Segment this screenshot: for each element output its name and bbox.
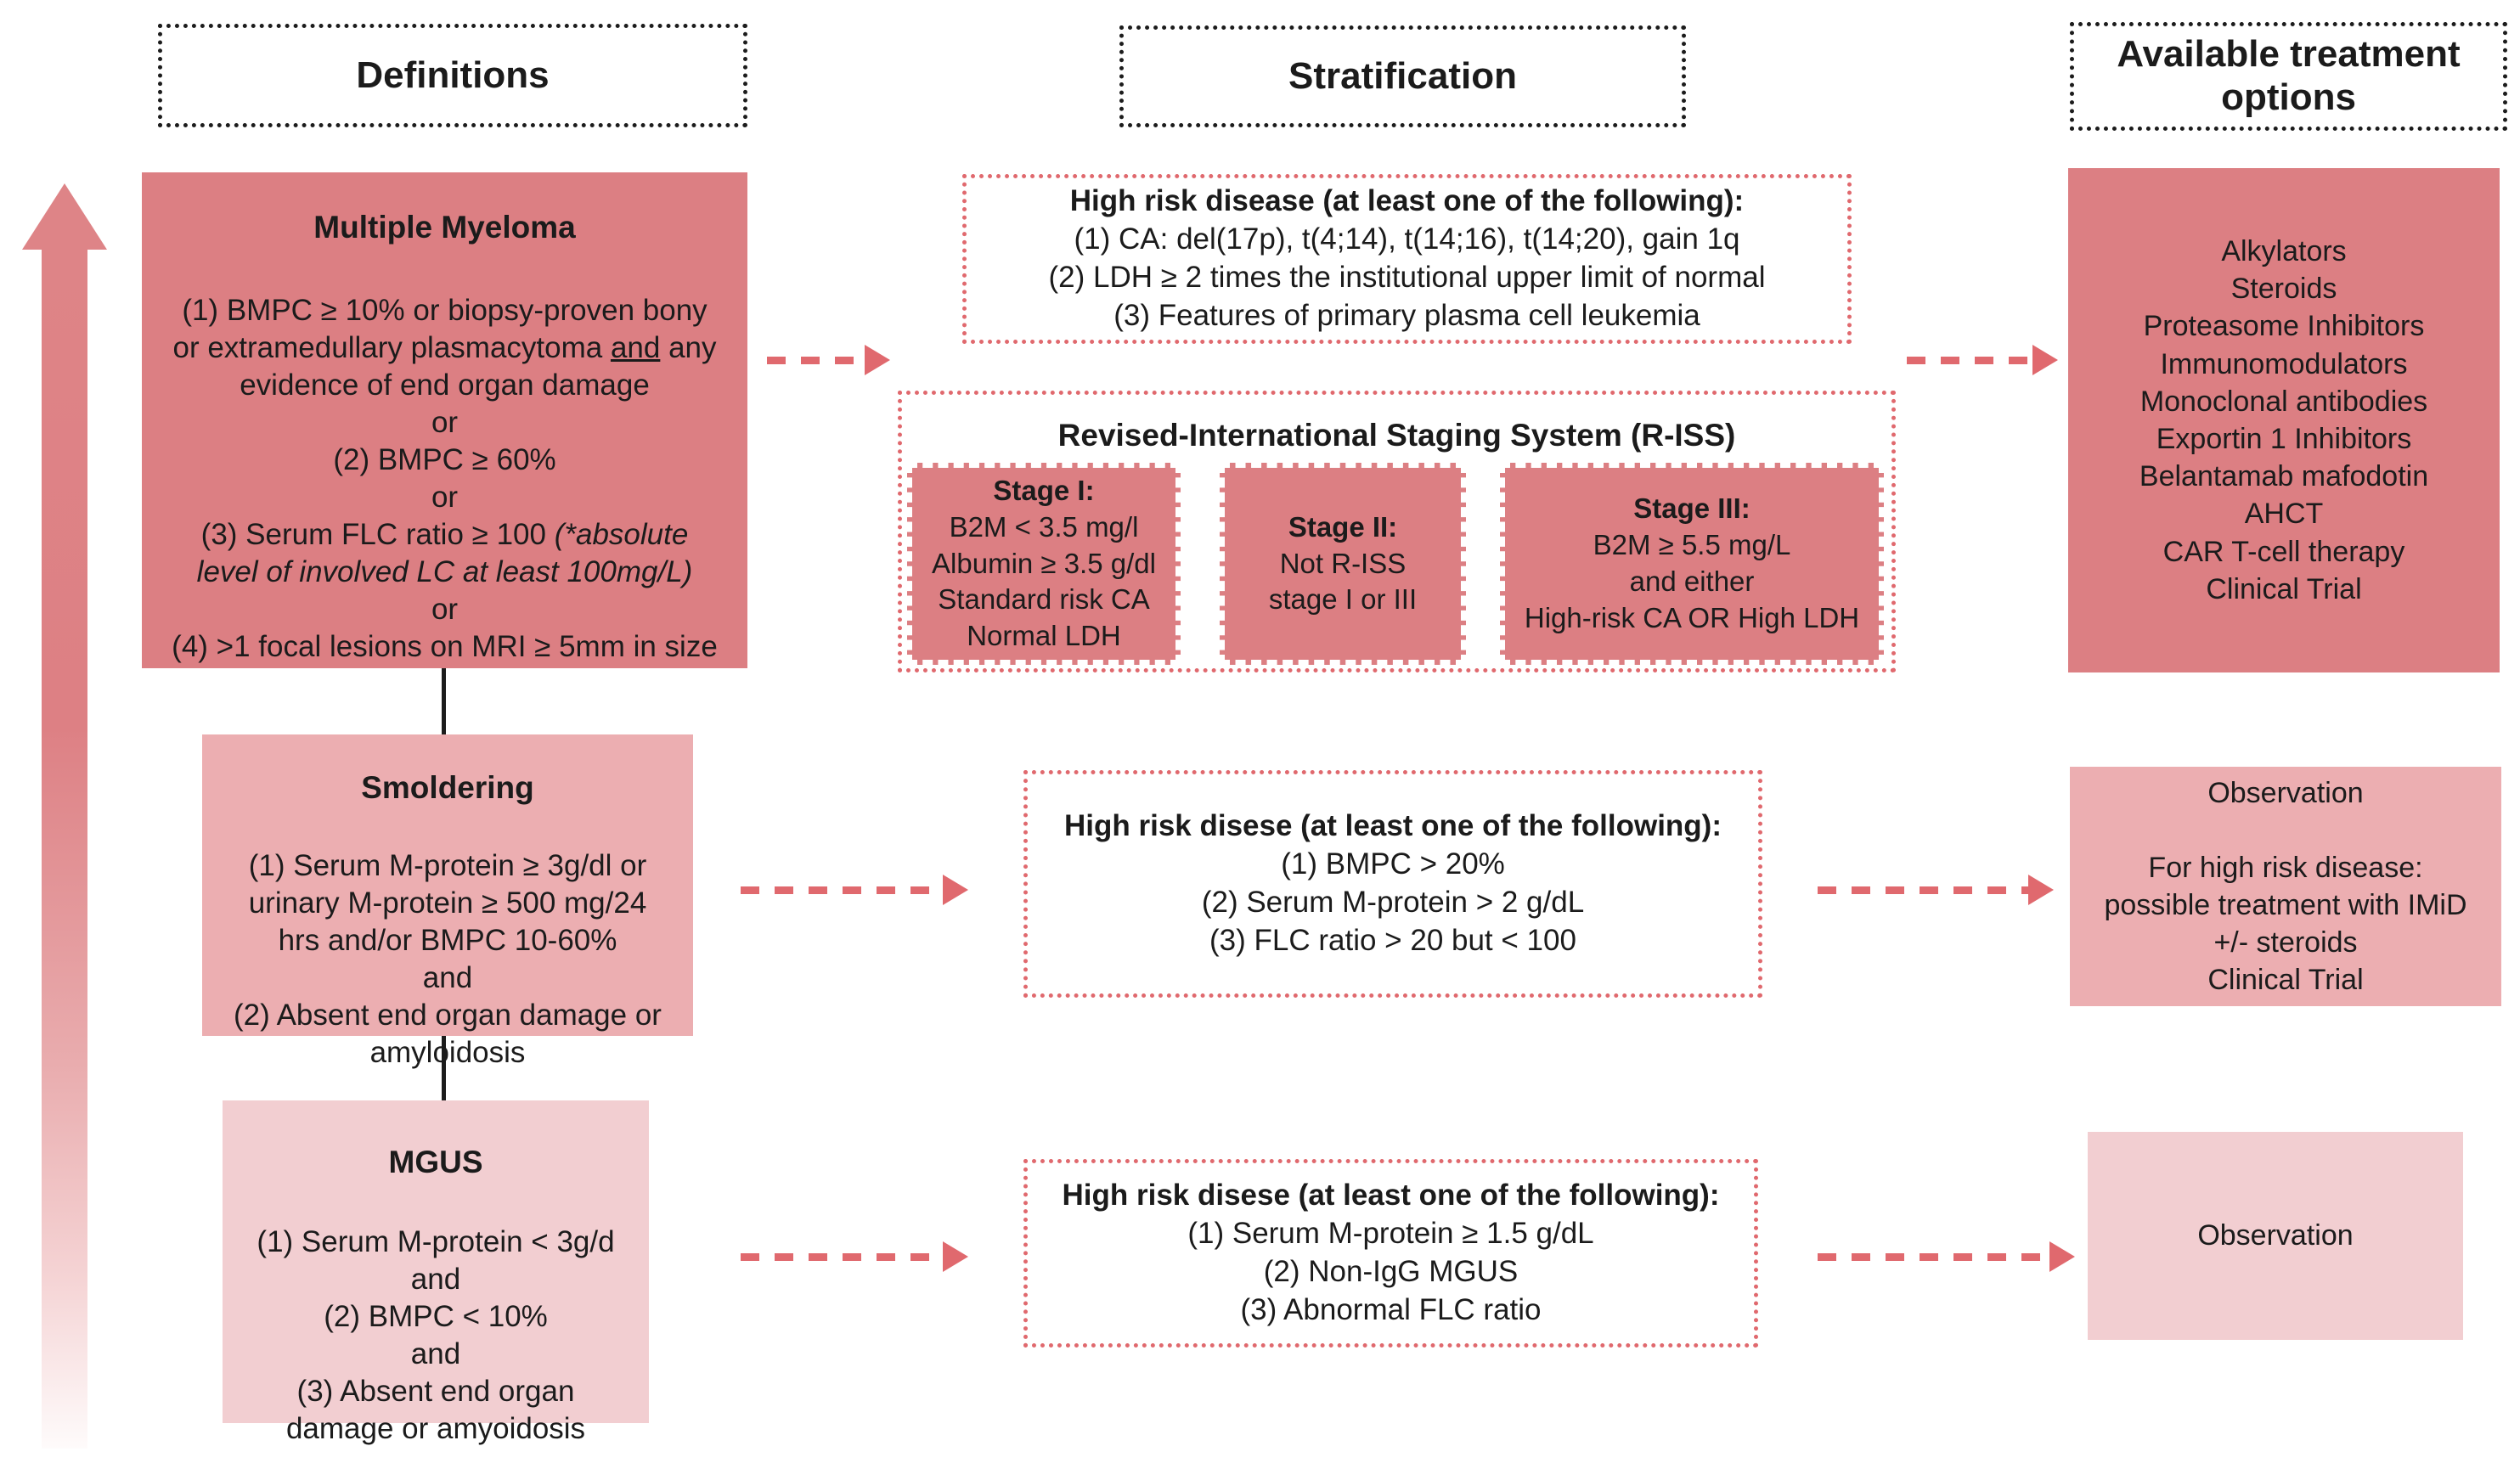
high-risk-mgus-item: (1) Serum M-protein ≥ 1.5 g/dL <box>1187 1217 1594 1251</box>
treatment-mm-box: Alkylators Steroids Proteasome Inhibitor… <box>2068 168 2500 672</box>
mm-or-2: or <box>431 481 459 515</box>
high-risk-smoldering-item: (2) Serum M-protein > 2 g/dL <box>1201 886 1585 919</box>
riss-stage-3-line: and either <box>1629 566 1755 597</box>
riss-stage-3-title: Stage III: <box>1633 492 1750 525</box>
mgus-criterion-2: (2) BMPC < 10% <box>324 1299 548 1333</box>
riss-stage-1-line: Normal LDH <box>967 620 1121 652</box>
high-risk-mgus-item: (3) Abnormal FLC ratio <box>1240 1292 1542 1326</box>
high-risk-smoldering-item: (3) FLC ratio > 20 but < 100 <box>1209 923 1576 957</box>
stratification-to-treatment-arrowhead-mgus-icon <box>2049 1241 2075 1272</box>
treatment-smoldering-body: For high risk disease: possible treatmen… <box>2104 851 2467 959</box>
mgus-to-stratification-arrowhead-icon <box>943 1241 968 1272</box>
riss-stage-1-line: Standard risk CA <box>938 583 1150 616</box>
treatment-option: Alkylators <box>2221 235 2347 268</box>
treatment-mgus-box: Observation <box>2088 1132 2463 1340</box>
mm-criterion-3-italic: (*absolute level of involved LC at least… <box>196 518 693 589</box>
header-stratification-label: Stratification <box>1288 54 1517 97</box>
header-treatment-options: Available treatment options <box>2070 22 2507 131</box>
riss-stage-3-box: Stage III: B2M ≥ 5.5 mg/L and either Hig… <box>1500 463 1884 665</box>
high-risk-mm-item: (2) LDH ≥ 2 times the institutional uppe… <box>1048 261 1766 294</box>
smoldering-criterion-2: (2) Absent end organ damage or amyloidos… <box>234 998 662 1070</box>
smoldering-to-stratification-arrow <box>741 886 949 894</box>
high-risk-mm-item: (1) CA: del(17p), t(4;14), t(14;16), t(1… <box>1074 222 1740 256</box>
high-risk-smoldering-item: (1) BMPC > 20% <box>1281 847 1505 881</box>
smoldering-box: Smoldering (1) Serum M-protein ≥ 3g/dl o… <box>202 734 693 1069</box>
treatment-option: Belantamab mafodotin <box>2139 460 2429 493</box>
mm-criterion-1-rest: any evidence of end organ damage <box>240 330 717 402</box>
riss-stage-1-line: B2M < 3.5 mg/l <box>949 510 1139 543</box>
mm-criterion-4: (4) >1 focal lesions on MRI ≥ 5mm in siz… <box>172 630 718 664</box>
smoldering-title: Smoldering <box>361 770 534 805</box>
high-risk-smoldering-title: High risk disese (at least one of the fo… <box>1064 809 1722 843</box>
smoldering-criterion-1: (1) Serum M-protein ≥ 3g/dl or urinary M… <box>248 848 647 957</box>
mm-or-1: or <box>431 405 459 439</box>
mm-criterion-1: (1) BMPC ≥ 10% or biopsy-proven bony or … <box>171 292 719 404</box>
mm-criterion-2: (2) BMPC ≥ 60% <box>333 442 556 476</box>
treatment-smoldering-observation: Observation <box>2207 776 2364 809</box>
mgus-to-stratification-arrow <box>741 1253 949 1261</box>
riss-stage-2-line: Not R-ISS <box>1279 547 1407 579</box>
mgus-box: MGUS (1) Serum M-protein < 3g/d and (2) … <box>223 1100 649 1445</box>
up-arrow-icon <box>22 183 107 250</box>
up-arrow-shaft <box>42 246 87 1449</box>
riss-stage-2-box: Stage II: Not R-ISS stage I or III <box>1220 463 1466 665</box>
mgus-criterion-1: (1) Serum M-protein < 3g/d <box>257 1224 615 1258</box>
mm-and-underlined: and <box>610 330 661 364</box>
mm-to-stratification-arrowhead-icon <box>865 345 890 375</box>
mm-to-stratification-arrow <box>767 357 871 364</box>
treatment-option: Clinical Trial <box>2206 572 2362 605</box>
riss-stage-2-line: stage I or III <box>1268 583 1418 616</box>
high-risk-mgus-box: High risk disese (at least one of the fo… <box>1023 1159 1758 1348</box>
riss-stage-1-line: Albumin ≥ 3.5 g/dl <box>932 547 1156 579</box>
mgus-criterion-3: (3) Absent end organ damage or amyoidosi… <box>285 1374 586 1446</box>
stratification-to-treatment-arrow-mm <box>1907 357 2038 364</box>
riss-stage-3-line: High-risk CA OR High LDH <box>1524 601 1860 633</box>
high-risk-mgus-title: High risk disese (at least one of the fo… <box>1062 1179 1720 1213</box>
stratification-to-treatment-arrow-mgus <box>1818 1253 2055 1261</box>
mm-smoldering-connector <box>442 668 446 734</box>
high-risk-smoldering-box: High risk disese (at least one of the fo… <box>1023 770 1762 998</box>
treatment-smoldering-trial: Clinical Trial <box>2207 964 2364 997</box>
riss-stage-1-title: Stage I: <box>993 474 1095 506</box>
multiple-myeloma-box: Multiple Myeloma (1) BMPC ≥ 10% or biops… <box>142 172 747 668</box>
high-risk-mm-title: High risk disease (at least one of the f… <box>1069 184 1745 218</box>
stratification-to-treatment-arrow-smm <box>1818 886 2034 894</box>
riss-title: Revised-International Staging System (R-… <box>1057 418 1736 453</box>
treatment-option: Exportin 1 Inhibitors <box>2156 423 2412 455</box>
treatment-option: Monoclonal antibodies <box>2139 385 2428 418</box>
mgus-title: MGUS <box>388 1145 483 1179</box>
mgus-and-1: and <box>410 1262 461 1296</box>
treatment-option: Steroids <box>2230 273 2337 306</box>
treatment-option: CAR T-cell therapy <box>2162 535 2405 568</box>
mm-criterion-1-text: (1) BMPC ≥ 10% or biopsy-proven bony or … <box>172 293 708 364</box>
high-risk-mgus-item: (2) Non-IgG MGUS <box>1263 1255 1519 1288</box>
treatment-mgus-observation: Observation <box>2197 1219 2354 1252</box>
smoldering-to-stratification-arrowhead-icon <box>943 875 968 905</box>
riss-stage-3-line: B2M ≥ 5.5 mg/L <box>1593 529 1791 561</box>
stratification-to-treatment-arrowhead-smm-icon <box>2028 875 2054 905</box>
mgus-and-2: and <box>410 1336 461 1370</box>
smoldering-mgus-connector <box>442 1036 446 1100</box>
stratification-to-treatment-arrowhead-mm-icon <box>2032 345 2058 375</box>
header-definitions: Definitions <box>158 24 747 127</box>
header-stratification: Stratification <box>1119 25 1686 127</box>
treatment-option: AHCT <box>2244 498 2324 531</box>
high-risk-mm-item: (3) Features of primary plasma cell leuk… <box>1113 298 1700 332</box>
header-definitions-label: Definitions <box>356 53 550 96</box>
multiple-myeloma-title: Multiple Myeloma <box>313 210 576 245</box>
smoldering-and: and <box>422 960 473 994</box>
header-treatment-options-label: Available treatment options <box>2117 33 2461 118</box>
high-risk-mm-box: High risk disease (at least one of the f… <box>962 174 1852 344</box>
riss-stage-2-title: Stage II: <box>1288 510 1398 543</box>
mm-criterion-3-text: (3) Serum FLC ratio ≥ 100 <box>200 518 555 552</box>
riss-stage-1-box: Stage I: B2M < 3.5 mg/l Albumin ≥ 3.5 g/… <box>907 463 1181 665</box>
mm-or-3: or <box>431 593 459 627</box>
treatment-option: Immunomodulators <box>2160 347 2408 380</box>
treatment-smoldering-box: Observation For high risk disease: possi… <box>2070 767 2501 1006</box>
mm-criterion-3: (3) Serum FLC ratio ≥ 100 (*absolute lev… <box>171 516 719 591</box>
treatment-option: Proteasome Inhibitors <box>2143 310 2425 343</box>
